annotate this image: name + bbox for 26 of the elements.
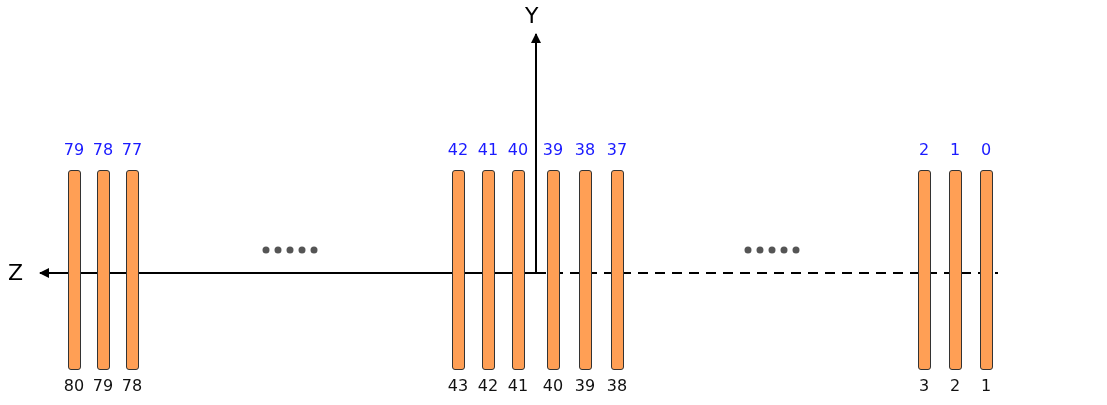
axis-label: Y bbox=[525, 4, 539, 28]
layer-number: 78 bbox=[92, 140, 114, 161]
layer-number: 38 bbox=[574, 140, 596, 161]
layer-number: 39 bbox=[542, 140, 564, 161]
layer-number: 39 bbox=[574, 376, 596, 396]
layer-number: 38 bbox=[606, 376, 628, 396]
layer-number: 79 bbox=[63, 140, 85, 161]
layer-number: 2 bbox=[918, 140, 930, 161]
layer-number: 80 bbox=[63, 376, 85, 396]
layer-number: 40 bbox=[507, 140, 529, 161]
layer-number: 78 bbox=[121, 376, 143, 396]
layer-number: 43 bbox=[447, 376, 469, 396]
layer-number: 42 bbox=[447, 140, 469, 161]
layer-number: 3 bbox=[918, 376, 930, 396]
layer-number: 77 bbox=[121, 140, 143, 161]
layer-number: 0 bbox=[980, 140, 992, 161]
layer-number: 2 bbox=[949, 376, 961, 396]
layer-number: 1 bbox=[949, 140, 961, 161]
axis-label: Z bbox=[8, 261, 24, 285]
layer-number: 79 bbox=[92, 376, 114, 396]
layer-number: 42 bbox=[477, 376, 499, 396]
layer-number: 37 bbox=[606, 140, 628, 161]
layer-number: 40 bbox=[542, 376, 564, 396]
layer-number: 41 bbox=[477, 140, 499, 161]
layer-number: 41 bbox=[507, 376, 529, 396]
layer-number: 1 bbox=[980, 376, 992, 396]
